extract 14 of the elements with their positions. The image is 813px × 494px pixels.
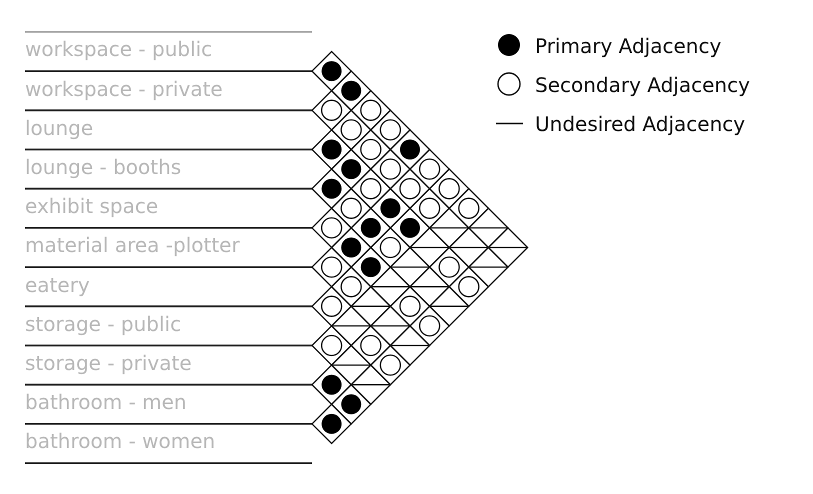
room-label: bathroom - women bbox=[25, 423, 216, 460]
legend-label: Primary Adjacency bbox=[535, 34, 722, 58]
room-label: workspace - public bbox=[25, 31, 212, 68]
room-label: lounge bbox=[25, 110, 94, 147]
room-label: storage - public bbox=[25, 306, 182, 343]
legend-label: Undesired Adjacency bbox=[535, 112, 746, 136]
room-label: exhibit space bbox=[25, 188, 158, 226]
room-label: bathroom - men bbox=[25, 384, 187, 422]
legend-label: Secondary Adjacency bbox=[535, 73, 750, 97]
room-label: eatery bbox=[25, 266, 90, 304]
room-label: lounge - booths bbox=[25, 149, 182, 186]
room-label: material area -plotter bbox=[25, 227, 240, 264]
room-label: storage - private bbox=[25, 345, 192, 382]
room-label: workspace - private bbox=[25, 70, 223, 108]
